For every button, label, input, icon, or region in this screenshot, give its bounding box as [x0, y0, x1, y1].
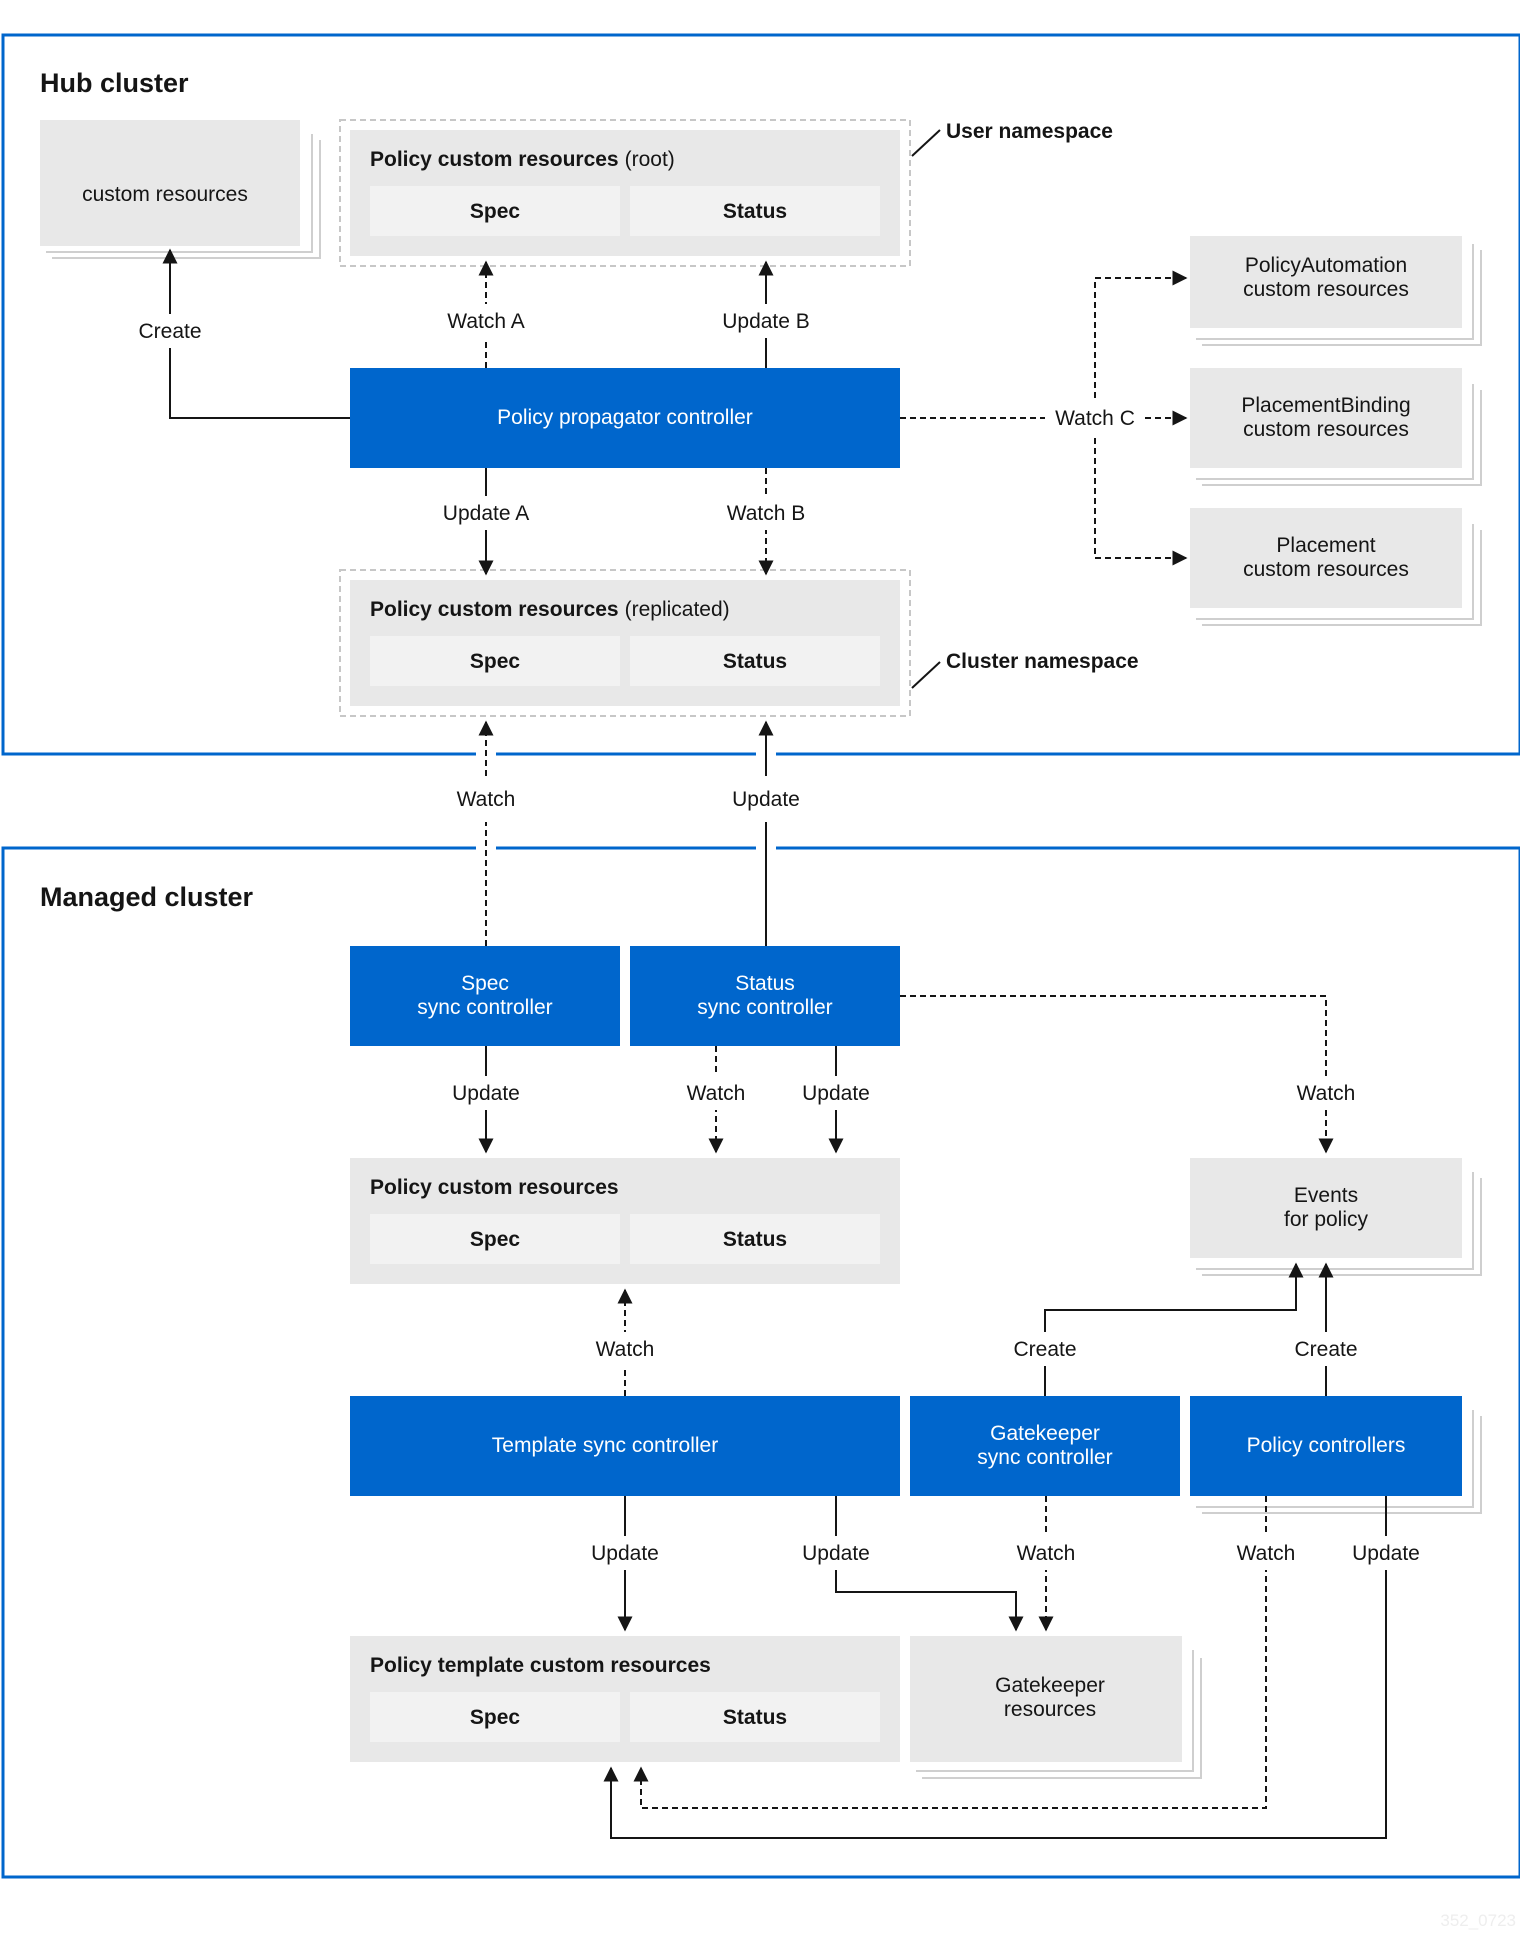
- label-status-sync-update: Update: [732, 788, 800, 811]
- policy-propagator-controller: [350, 368, 900, 468]
- edge-watch-c-to-policy-automation: [1094, 270, 1188, 398]
- policy-automation-line2: custom resources: [1243, 278, 1409, 301]
- policy-template-spec: Spec: [470, 1706, 521, 1729]
- policy-template-box: Policy template custom resources Spec St…: [350, 1636, 900, 1762]
- spec-sync-line1: Spec: [461, 972, 509, 995]
- gatekeeper-resources-line2: resources: [1004, 1698, 1096, 1721]
- gatekeeper-resources-stack: Gatekeeper resources: [910, 1636, 1202, 1779]
- replicated-policy-box: Policy custom resources(replicated) Spec…: [350, 580, 900, 706]
- label-gatekeeper-sync-watch: Watch: [1017, 1542, 1076, 1565]
- events-line1: Events: [1294, 1184, 1358, 1207]
- policy-controllers-stack: Policy controllers: [1190, 1396, 1482, 1514]
- label-template-sync-update-gatekeeper: Update: [802, 1542, 870, 1565]
- label-update-b: Update B: [722, 310, 810, 333]
- gatekeeper-resources-line1: Gatekeeper: [995, 1674, 1105, 1697]
- hub-cluster: Hub cluster custom resources User namesp…: [1, 33, 1520, 756]
- placement-stack: Placement custom resources: [1190, 508, 1482, 626]
- policy-propagator-label: Policy propagator controller: [497, 406, 753, 429]
- edge-policy-controllers-watch: [633, 1496, 1267, 1809]
- cluster-namespace-label: Cluster namespace: [946, 650, 1139, 673]
- policy-controllers-label: Policy controllers: [1247, 1434, 1406, 1457]
- managed-policy-spec: Spec: [470, 1228, 521, 1251]
- gatekeeper-sync-line1: Gatekeeper: [990, 1422, 1100, 1445]
- policy-automation-stack: PolicyAutomation custom resources: [1190, 236, 1482, 346]
- events-line2: for policy: [1284, 1208, 1369, 1231]
- gatekeeper-sync-line2: sync controller: [977, 1446, 1112, 1469]
- template-sync-controller: [350, 1396, 900, 1496]
- replicated-policy-status: Status: [723, 650, 787, 673]
- custom-resources-label: custom resources: [82, 183, 248, 206]
- user-namespace: User namespace: [339, 119, 1113, 267]
- cluster-namespace: Cluster namespace: [339, 569, 1139, 717]
- label-update-a: Update A: [443, 502, 529, 525]
- policy-automation-line1: PolicyAutomation: [1245, 254, 1407, 277]
- label-spec-sync-watch: Watch: [457, 788, 516, 811]
- spec-sync-controller: [350, 946, 620, 1046]
- label-status-sync-watch: Watch: [687, 1082, 746, 1105]
- figure-id: 352_0723: [1440, 1911, 1516, 1930]
- label-create: Create: [138, 320, 201, 343]
- placement-line1: Placement: [1276, 534, 1375, 557]
- gatekeeper-sync-controller: [910, 1396, 1180, 1496]
- edge-create-custom-resources: [162, 248, 350, 419]
- managed-policy-status: Status: [723, 1228, 787, 1251]
- managed-policy-box: Policy custom resources Spec Status: [350, 1158, 900, 1284]
- label-watch-c: Watch C: [1055, 407, 1135, 430]
- managed-policy-title: Policy custom resources: [370, 1176, 619, 1199]
- edge-policy-controllers-update: [603, 1496, 1387, 1839]
- label-template-sync-update-template: Update: [591, 1542, 659, 1565]
- edge-status-sync-watch-events: [900, 995, 1334, 1154]
- label-policy-controllers-update: Update: [1352, 1542, 1420, 1565]
- status-sync-controller: [630, 946, 900, 1046]
- placement-line2: custom resources: [1243, 558, 1409, 581]
- user-namespace-label: User namespace: [946, 120, 1113, 143]
- managed-cluster: Managed cluster Spec sync controller Sta…: [1, 846, 1520, 1879]
- label-policy-controllers-create: Create: [1294, 1338, 1357, 1361]
- replicated-policy-title: Policy custom resources(replicated): [370, 598, 730, 621]
- placement-binding-line2: custom resources: [1243, 418, 1409, 441]
- label-status-sync-watch-events: Watch: [1297, 1082, 1356, 1105]
- policy-template-status: Status: [723, 1706, 787, 1729]
- label-spec-sync-update: Update: [452, 1082, 520, 1105]
- events-for-policy-stack: Events for policy: [1190, 1158, 1482, 1276]
- label-gatekeeper-create: Create: [1013, 1338, 1076, 1361]
- status-sync-line1: Status: [735, 972, 795, 995]
- policy-template-title: Policy template custom resources: [370, 1654, 711, 1677]
- managed-edge-labels: Watch Update Update Watch Update Watch W…: [442, 776, 1430, 1570]
- spec-sync-line2: sync controller: [417, 996, 552, 1019]
- template-sync-label: Template sync controller: [492, 1434, 718, 1457]
- placement-binding-stack: PlacementBinding custom resources: [1190, 368, 1482, 486]
- replicated-policy-spec: Spec: [470, 650, 521, 673]
- edge-gatekeeper-create-events: [1044, 1262, 1304, 1396]
- root-policy-box: Policy custom resources(root) Spec Statu…: [350, 130, 900, 256]
- custom-resources-stack: custom resources: [40, 120, 321, 259]
- status-sync-line2: sync controller: [697, 996, 832, 1019]
- label-template-sync-watch: Watch: [596, 1338, 655, 1361]
- managed-cluster-title: Managed cluster: [40, 882, 254, 912]
- label-watch-b: Watch B: [727, 502, 806, 525]
- label-status-sync-update-policy: Update: [802, 1082, 870, 1105]
- cross-cluster-edges: [476, 720, 776, 946]
- root-policy-status: Status: [723, 200, 787, 223]
- hub-edge-labels: Create Watch A Update B Update A Watch B…: [125, 304, 1135, 530]
- edge-watch-c-to-placement: [1094, 438, 1188, 566]
- policy-controllers: [1190, 1396, 1462, 1496]
- label-policy-controllers-watch: Watch: [1237, 1542, 1296, 1565]
- root-policy-title: Policy custom resources(root): [370, 148, 675, 171]
- placement-binding-line1: PlacementBinding: [1241, 394, 1410, 417]
- label-watch-a: Watch A: [447, 310, 524, 333]
- root-policy-spec: Spec: [470, 200, 521, 223]
- hub-cluster-title: Hub cluster: [40, 68, 189, 98]
